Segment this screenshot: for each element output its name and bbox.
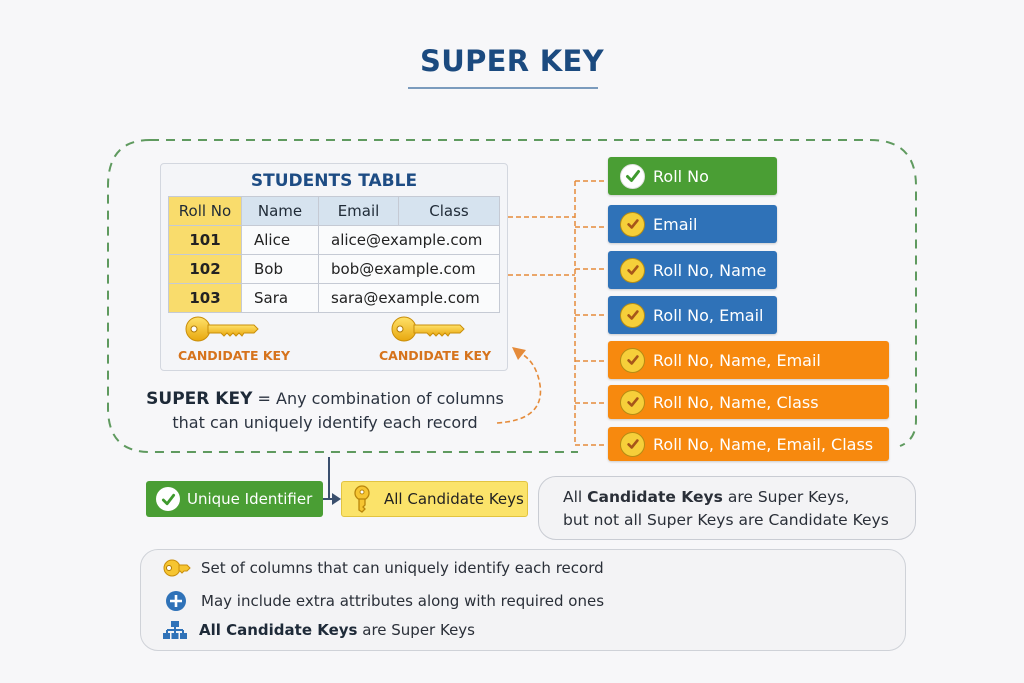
all-candidate-keys-box: All Candidate Keys bbox=[341, 481, 528, 517]
super-key-label: Roll No, Name, Class bbox=[653, 392, 819, 412]
table-row: 101 Alice alice@example.com bbox=[168, 225, 500, 255]
super-key-all-columns: Roll No, Name, Email, Class bbox=[608, 427, 889, 461]
key-icon bbox=[354, 485, 370, 513]
students-table-title: STUDENTS TABLE bbox=[250, 171, 418, 191]
check-circle-icon bbox=[620, 211, 645, 237]
check-circle-icon bbox=[156, 487, 180, 511]
super-key-roll-no: Roll No bbox=[608, 157, 777, 195]
candidate-key-label: CANDIDATE KEY bbox=[178, 348, 291, 363]
super-key-label: Roll No, Name, Email, Class bbox=[653, 434, 874, 454]
check-circle-icon bbox=[620, 431, 645, 457]
legend-item: Set of columns that can uniquely identif… bbox=[163, 559, 604, 577]
page-title: SUPER KEY bbox=[420, 44, 604, 78]
students-table-card: STUDENTS TABLE Roll No Name Email Class … bbox=[160, 163, 508, 371]
legend-bold-text: All Candidate Keys bbox=[199, 621, 358, 639]
relationship-note: All Candidate Keys are Super Keys, but n… bbox=[538, 476, 916, 540]
cell-name: Alice bbox=[241, 225, 319, 255]
candidate-key-label: CANDIDATE KEY bbox=[379, 348, 492, 363]
table-row: 103 Sara sara@example.com bbox=[168, 283, 500, 313]
plus-circle-icon bbox=[166, 591, 186, 611]
title-underline bbox=[408, 87, 598, 89]
unique-identifier-box: Unique Identifier bbox=[146, 481, 323, 517]
arrow-head-icon bbox=[512, 347, 526, 360]
table-row: 102 Bob bob@example.com bbox=[168, 254, 500, 284]
legend-item: May include extra attributes along with … bbox=[163, 590, 604, 612]
unique-identifier-label: Unique Identifier bbox=[187, 490, 313, 508]
super-key-email: Email bbox=[608, 205, 777, 243]
cell-email: sara@example.com bbox=[318, 283, 500, 313]
super-key-roll-no-name: Roll No, Name bbox=[608, 251, 777, 289]
hierarchy-icon bbox=[163, 621, 187, 639]
check-circle-icon bbox=[620, 389, 645, 415]
check-circle-icon bbox=[620, 163, 645, 189]
super-key-label: Roll No, Name, Email bbox=[653, 350, 821, 370]
check-circle-icon bbox=[620, 257, 645, 283]
column-header-roll-no: Roll No bbox=[168, 196, 242, 226]
legend-text: May include extra attributes along with … bbox=[201, 592, 605, 610]
note-text: All bbox=[563, 488, 583, 506]
super-key-label: Email bbox=[653, 214, 698, 234]
super-key-definition: SUPER KEY = Any combination of columns t… bbox=[120, 387, 530, 435]
key-icon bbox=[163, 559, 191, 577]
note-bold-text: Candidate Keys bbox=[587, 488, 723, 506]
cell-roll-no: 102 bbox=[168, 254, 242, 284]
legend-panel: Set of columns that can uniquely identif… bbox=[140, 549, 906, 651]
legend-text: Set of columns that can uniquely identif… bbox=[201, 559, 604, 577]
table-header-row: Roll No Name Email Class bbox=[168, 196, 500, 226]
cell-email: bob@example.com bbox=[318, 254, 500, 284]
cell-name: Bob bbox=[241, 254, 319, 284]
super-key-label: Roll No bbox=[653, 166, 709, 186]
check-circle-icon bbox=[620, 347, 645, 373]
legend-item: All Candidate Keys are Super Keys bbox=[163, 620, 475, 640]
column-header-class: Class bbox=[398, 196, 500, 226]
cell-roll-no: 101 bbox=[168, 225, 242, 255]
cell-email: alice@example.com bbox=[318, 225, 500, 255]
legend-text: are Super Keys bbox=[362, 621, 475, 639]
definition-text-line1: = Any combination of columns bbox=[257, 389, 504, 408]
definition-term: SUPER KEY bbox=[146, 389, 253, 409]
column-header-name: Name bbox=[241, 196, 319, 226]
super-key-label: Roll No, Name bbox=[653, 260, 767, 280]
super-key-label: Roll No, Email bbox=[653, 305, 764, 325]
note-text-line2: but not all Super Keys are Candidate Key… bbox=[563, 511, 889, 529]
note-text: are Super Keys, bbox=[727, 488, 850, 506]
all-candidate-keys-label: All Candidate Keys bbox=[384, 490, 524, 508]
students-table: Roll No Name Email Class 101 Alice alice… bbox=[168, 196, 500, 313]
super-key-roll-no-email: Roll No, Email bbox=[608, 296, 777, 334]
definition-text-line2: that can uniquely identify each record bbox=[172, 413, 478, 432]
candidate-key-icon bbox=[391, 316, 465, 342]
column-header-email: Email bbox=[318, 196, 399, 226]
cell-name: Sara bbox=[241, 283, 319, 313]
cell-roll-no: 103 bbox=[168, 283, 242, 313]
candidate-key-icon bbox=[185, 316, 259, 342]
super-key-roll-no-name-class: Roll No, Name, Class bbox=[608, 385, 889, 419]
check-circle-icon bbox=[620, 302, 645, 328]
flow-arrow-icon bbox=[332, 493, 341, 505]
super-key-roll-no-name-email: Roll No, Name, Email bbox=[608, 341, 889, 379]
